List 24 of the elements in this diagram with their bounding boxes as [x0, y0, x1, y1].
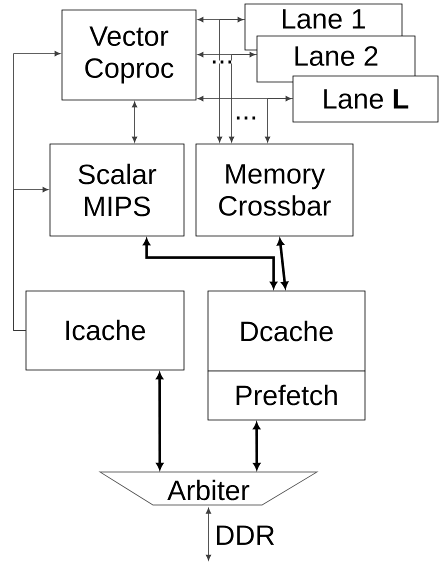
arrow [206, 508, 212, 561]
edge-label: DDR [217, 526, 274, 545]
block-box: Memory Crossbar [196, 144, 354, 236]
ellipsis-label: ... [234, 116, 258, 120]
arrow [197, 16, 244, 22]
block-box: Scalar MIPS [50, 144, 184, 236]
block-box: Vector Coproc [62, 10, 196, 100]
arrow [197, 52, 256, 58]
arrow [253, 422, 260, 470]
arrow [197, 96, 292, 102]
ellipsis-label: ... [210, 60, 234, 64]
block-box: Lane 2 [256, 36, 416, 82]
arrow [132, 101, 138, 143]
block-box: Dcache [208, 290, 366, 372]
arrow [228, 54, 257, 143]
block-box: Prefetch [208, 370, 366, 420]
arrow [264, 98, 293, 143]
block-box: Icache [26, 290, 184, 370]
arrow [13, 186, 49, 331]
arrow [276, 238, 288, 289]
arrow [156, 372, 164, 470]
arrow [143, 238, 278, 289]
block-box: Lane L [292, 76, 438, 122]
arrow [216, 19, 245, 143]
